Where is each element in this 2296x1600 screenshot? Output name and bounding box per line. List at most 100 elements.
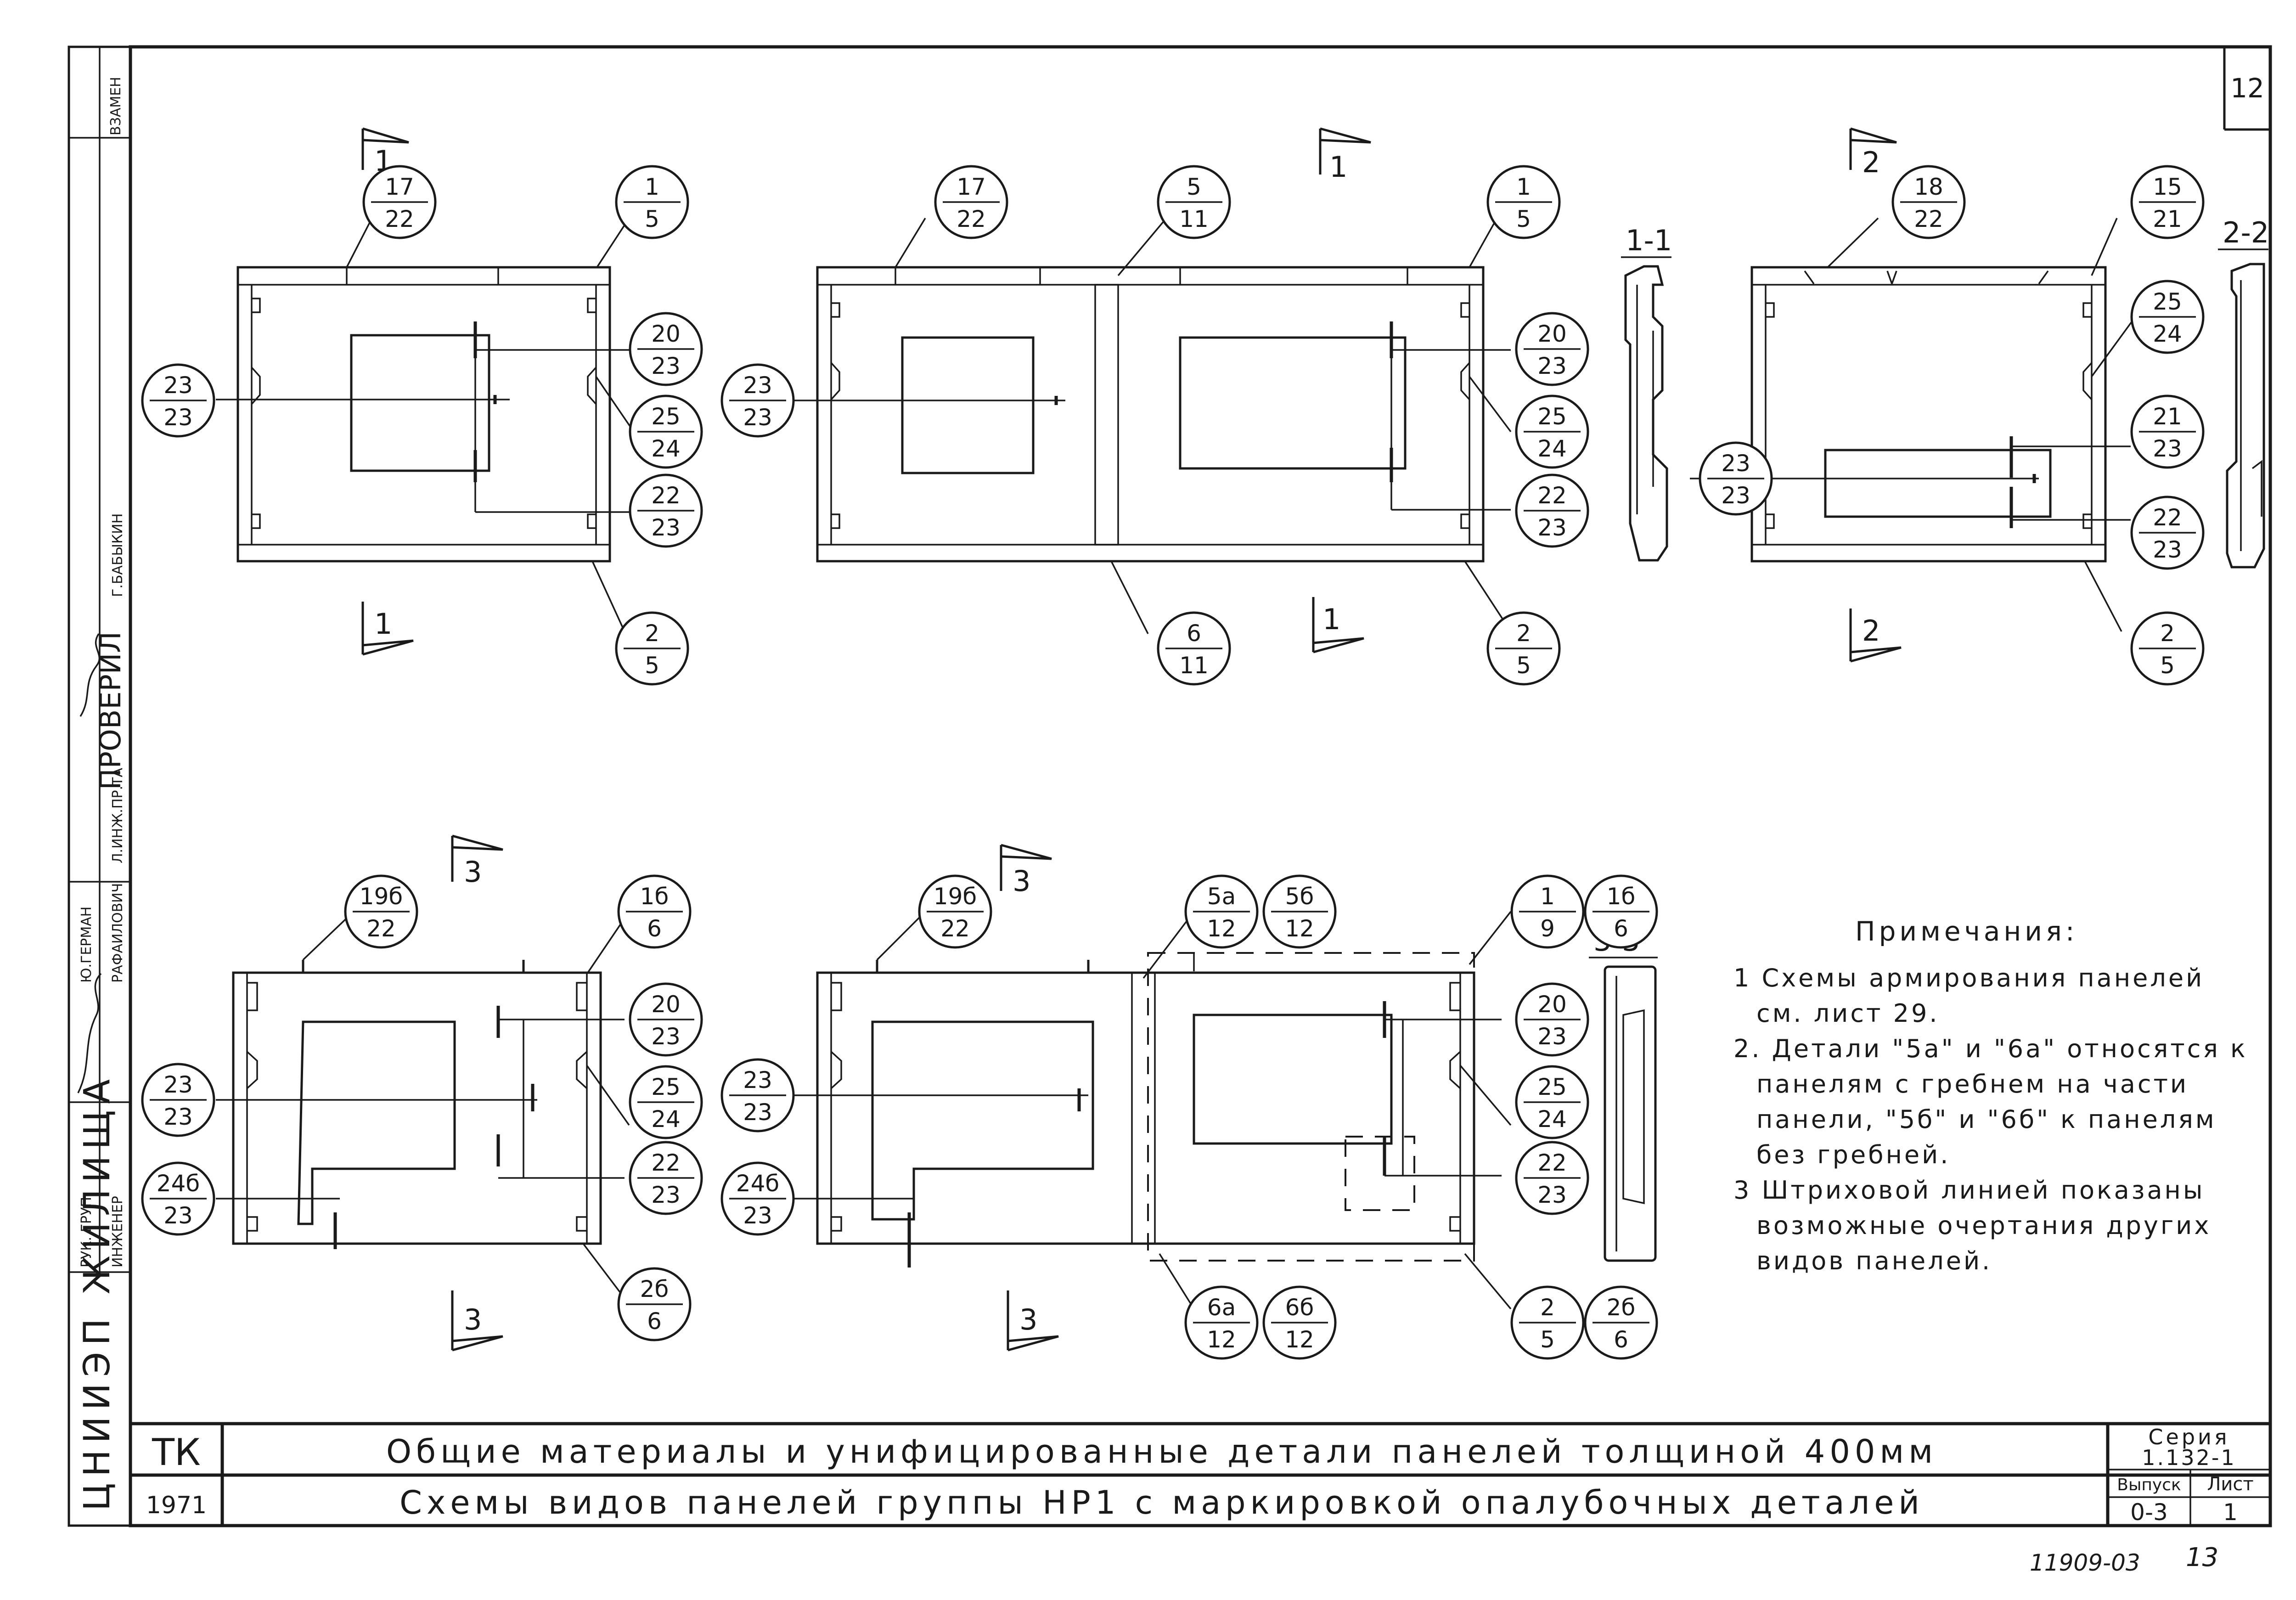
callout-top: 5	[1187, 174, 1201, 200]
cut-markers: 1 1 1 1 2 2 3 3 3 3	[361, 127, 1902, 1352]
margin-replaces: ВЗАМЕН	[108, 77, 124, 135]
callout-bottom: 23	[2153, 536, 2182, 563]
callout-bottom: 5	[1516, 652, 1531, 679]
callout-bottom: 23	[163, 404, 193, 431]
section-2-2-label: 2-2	[2223, 216, 2269, 249]
callout-top: 15	[2153, 174, 2182, 200]
callout-top: 1б	[640, 883, 669, 910]
margin-role-2: Ю.ГЕРМАН	[79, 907, 95, 983]
tb-code: ТК	[152, 1431, 201, 1474]
tb-series-label: Серия	[2148, 1425, 2229, 1449]
tb-series-value: 1.132-1	[2142, 1445, 2236, 1470]
margin-role-4: Л.ИНЖ.ПР.ТА	[110, 768, 126, 863]
cut-mark-label: 3	[1019, 1303, 1037, 1336]
callout-bottom: 24	[2153, 321, 2182, 347]
margin-role-1: ИНЖЕНЕР	[110, 1196, 126, 1268]
callout-bottom: 23	[2153, 435, 2182, 462]
notes-heading: Примечания:	[1855, 916, 2078, 947]
callout-bottom: 9	[1540, 915, 1555, 942]
callout-bottom: 23	[651, 353, 681, 379]
callout-top: 6	[1187, 620, 1201, 647]
callout-top: 6б	[1285, 1294, 1314, 1321]
callout-bottom: 23	[743, 1099, 772, 1126]
tb-sheet-value: 1	[2223, 1499, 2238, 1526]
callout-top: 1	[1540, 883, 1555, 910]
cut-mark-label: 1	[1329, 150, 1347, 184]
callout-top: 19б	[934, 883, 977, 910]
archive-number: 11909-03	[2030, 1549, 2140, 1576]
callout-top: 22	[1537, 482, 1567, 509]
note-line: 3 Штриховой линией показаны	[1733, 1176, 2205, 1205]
tb-sheet-label: Лист	[2207, 1474, 2253, 1495]
callout-top: 24б	[157, 1170, 200, 1197]
note-line: панели, "5б" и "6б" к панелям	[1756, 1105, 2217, 1134]
panel-1	[216, 266, 634, 563]
note-line: без гребней.	[1756, 1140, 1950, 1169]
title-block: ТК 1971 Общие материалы и унифицированны…	[130, 1422, 2270, 1526]
callout-bottom: 5	[645, 652, 659, 679]
callout-bubble: 25	[615, 611, 689, 686]
tb-year: 1971	[146, 1492, 207, 1519]
cut-mark-label: 2	[1862, 614, 1880, 648]
callout-bottom: 11	[1179, 206, 1209, 232]
section-1-1-label: 1-1	[1626, 224, 1672, 257]
callout-bottom: 12	[1285, 1326, 1314, 1353]
callout-bottom: 24	[651, 1106, 681, 1132]
callout-bottom: 22	[1914, 206, 1943, 232]
margin-role-5: Г.БАБЫКИН	[110, 513, 126, 597]
callout-bubble: 25	[2130, 611, 2205, 686]
callout-bottom: 11	[1179, 652, 1209, 679]
callout-bubble: 611	[1157, 611, 1231, 686]
callout-top: 22	[651, 1149, 681, 1176]
callout-bottom: 12	[1207, 1326, 1236, 1353]
callout-bottom: 5	[645, 206, 659, 232]
callout-top: 22	[1537, 1149, 1567, 1176]
callout-top: 20	[651, 321, 681, 347]
callout-top: 6а	[1207, 1294, 1236, 1321]
tb-title-2: Схемы видов панелей группы НР1 с маркиро…	[400, 1484, 1924, 1521]
callout-top: 23	[163, 372, 193, 399]
callout-bottom: 6	[1614, 1326, 1628, 1353]
callout-bottom: 23	[651, 1023, 681, 1050]
callout-bottom: 23	[1537, 353, 1567, 379]
callout-top: 17	[385, 174, 414, 200]
note-line: 2. Детали "5а" и "6а" относятся к	[1733, 1034, 2248, 1063]
callout-bottom: 12	[1285, 915, 1314, 942]
callout-bottom: 23	[1721, 482, 1750, 509]
callout-bottom: 22	[385, 206, 414, 232]
panel-3	[1690, 266, 2131, 563]
callout-top: 17	[957, 174, 986, 200]
callout-bubble: 19	[1510, 874, 1585, 949]
panel-4	[216, 960, 625, 1249]
tb-issue-label: Выпуск	[2117, 1476, 2181, 1494]
cut-mark-label: 3	[464, 855, 482, 889]
panel-2	[794, 266, 1511, 563]
callout-bubble: 2б6	[1584, 1285, 1658, 1360]
callout-bottom: 5	[2160, 652, 2175, 679]
cut-mark-label: 3	[464, 1303, 482, 1336]
section-1-1: 1-1	[1621, 224, 1672, 562]
callout-bottom: 6	[647, 1308, 662, 1335]
callout-bottom: 6	[647, 915, 662, 942]
notes-block: Примечания: 1 Схемы армирования панелей …	[1733, 916, 2248, 1275]
callout-bubble: 15	[615, 165, 689, 239]
cut-mark-label: 2	[1862, 146, 1880, 179]
callout-top: 20	[1537, 991, 1567, 1018]
cut-mark-label: 3	[1013, 864, 1030, 898]
margin-role-0: РУК. ГРУП	[79, 1197, 95, 1268]
callout-top: 25	[1537, 1074, 1567, 1100]
callout-bottom: 24	[1537, 435, 1567, 462]
callout-top: 21	[2153, 403, 2182, 430]
